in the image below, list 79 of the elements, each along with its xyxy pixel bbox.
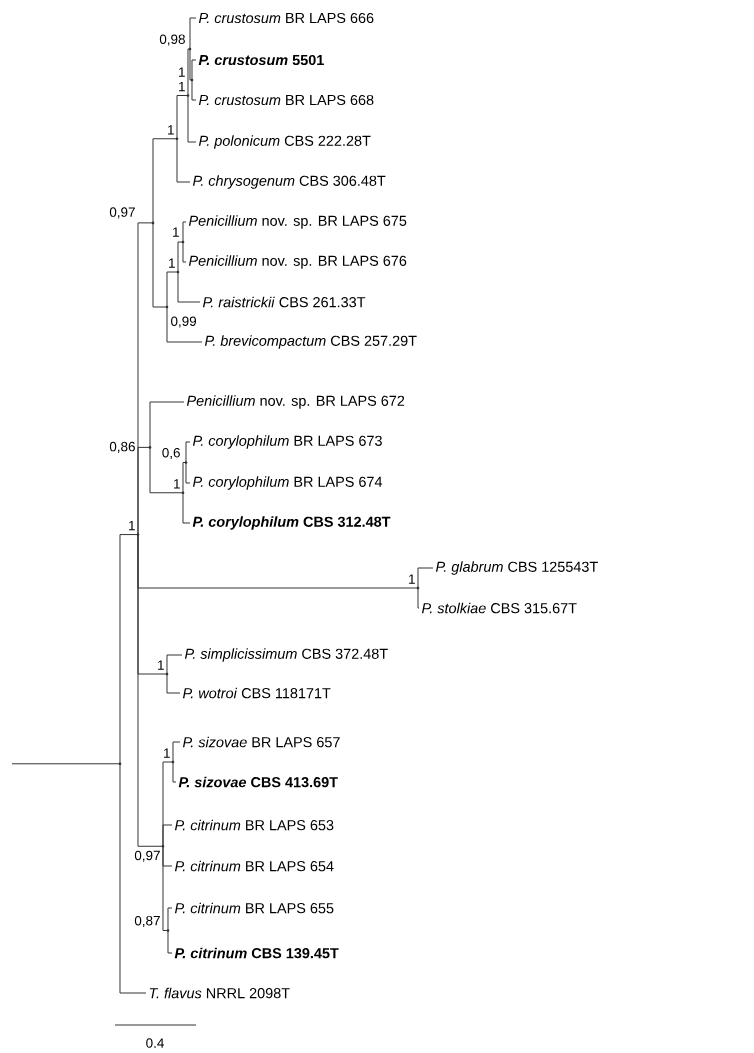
support-value: 0,97 (134, 850, 160, 862)
branch-line (166, 673, 181, 694)
branch-line (119, 763, 147, 994)
scale-label: 0.4 (146, 1038, 164, 1048)
branch-line (182, 241, 187, 263)
support-value: 1 (179, 67, 185, 77)
branch-line (166, 654, 183, 675)
taxon-label: P. sizovae BR LAPS 657 (182, 736, 340, 748)
branch-line (177, 271, 201, 303)
branch-line (166, 306, 203, 343)
branch-line (185, 462, 191, 484)
support-value: 1 (409, 574, 415, 584)
support-value: 0,97 (109, 207, 135, 219)
taxon-label: P. raistrickii CBS 261.33T (202, 296, 366, 308)
support-value: 1 (129, 520, 135, 531)
branch-line (182, 462, 187, 494)
support-value: 1 (158, 660, 164, 670)
branch-line (417, 587, 420, 609)
taxon-label: P. citrinum BR LAPS 653 (174, 819, 334, 831)
taxon-label: Penicillium nov. sp. BR LAPS 672 (186, 395, 405, 409)
taxon-label: P. polonicum CBS 222.28T (198, 135, 371, 149)
support-value: 0,6 (162, 447, 180, 460)
taxon-label: P. citrinum BR LAPS 655 (174, 902, 334, 914)
taxon-label: Penicillium nov. sp. BR LAPS 676 (188, 255, 407, 269)
support-value: 1 (173, 227, 179, 237)
taxon-label: P. corylophilum CBS 312.48T (192, 516, 391, 530)
branch-line (176, 138, 191, 183)
branch-line (137, 446, 151, 536)
branch-line (182, 221, 187, 243)
support-value: 1 (169, 258, 175, 268)
branch-line (191, 79, 197, 101)
taxon-label: P. brevicompactum CBS 257.29T (204, 335, 417, 349)
branch-line (187, 48, 191, 96)
branch-line (177, 241, 184, 273)
support-value: 1 (179, 81, 185, 92)
branch-line (166, 271, 179, 308)
branch-line (417, 567, 434, 589)
taxon-label: P. wotroi CBS 118171T (182, 687, 331, 699)
taxon-label: P. corylophilum BR LAPS 673 (192, 435, 382, 449)
branch-line (152, 222, 168, 308)
branch-line (185, 441, 191, 463)
taxon-label: P. crustosum BR LAPS 668 (198, 94, 374, 106)
branch-line (152, 138, 178, 224)
support-value: 0,99 (171, 316, 197, 328)
branch-line (162, 845, 169, 931)
branch-line (119, 534, 139, 765)
support-value: 1 (174, 479, 180, 489)
taxon-label: P. sizovae CBS 413.69T (178, 776, 338, 788)
branch-line (167, 930, 173, 954)
branch-line (11, 763, 121, 765)
branch-line (149, 446, 184, 494)
branch-line (182, 492, 191, 524)
branch-line (189, 17, 197, 50)
taxon-label: P. corylophilum BR LAPS 674 (192, 476, 383, 490)
support-value: 0,86 (109, 441, 135, 453)
branch-line (176, 95, 189, 140)
support-value: 1 (168, 125, 174, 135)
branch-line (162, 824, 173, 847)
branch-line (137, 534, 164, 847)
taxon-label: P. chrysogenum CBS 306.48T (192, 175, 386, 189)
branch-line (189, 48, 193, 81)
taxon-label: P. simplicissimum CBS 372.48T (184, 648, 388, 662)
taxon-label: P. stolkiae CBS 315.67T (421, 602, 577, 614)
taxon-label: P. citrinum CBS 139.45T (174, 947, 339, 959)
branch-line (191, 59, 197, 81)
branch-line (149, 401, 185, 448)
support-value: 0,87 (134, 915, 160, 928)
branch-line (187, 95, 197, 143)
taxon-label: P. crustosum BR LAPS 666 (198, 12, 374, 24)
branch-line (172, 741, 181, 763)
support-value: 0,98 (159, 34, 185, 46)
taxon-label: T. flavus NRRL 2098T (149, 987, 290, 999)
branch-line (167, 907, 173, 931)
taxon-label: P. citrinum BR LAPS 654 (174, 860, 334, 872)
taxon-label: Penicillium nov. sp. BR LAPS 675 (188, 215, 407, 229)
taxon-label: P. glabrum CBS 125543T (435, 561, 598, 575)
branch-line (172, 761, 177, 783)
support-value: 1 (164, 748, 170, 758)
taxon-label: P. crustosum 5501 (198, 54, 324, 66)
